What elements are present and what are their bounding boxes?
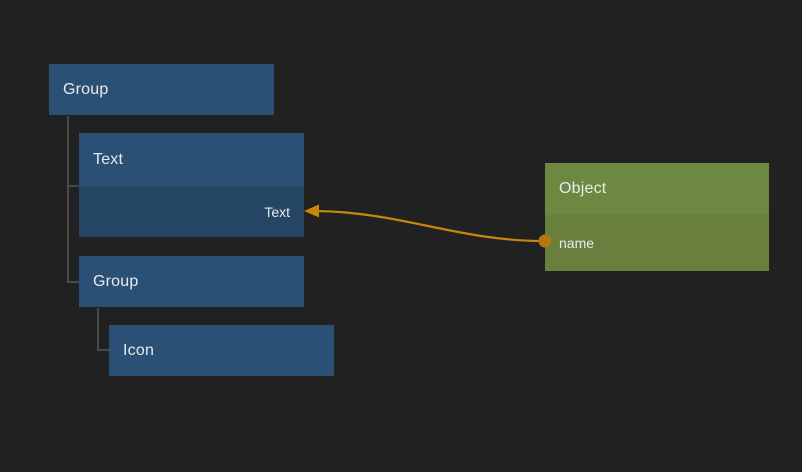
node-object[interactable]: Object name [545, 163, 769, 271]
node-title: Text [79, 133, 304, 186]
node-title: Group [79, 256, 304, 307]
node-text[interactable]: Text Text [79, 133, 304, 237]
node-title: Icon [109, 325, 334, 376]
node-property-label: Text [264, 203, 290, 220]
connection-link-name-to-text[interactable] [315, 209, 544, 243]
node-title: Group [49, 64, 274, 115]
node-group-child[interactable]: Group [79, 256, 304, 307]
connection-arrowhead [304, 204, 319, 218]
node-icon[interactable]: Icon [109, 325, 334, 376]
node-title: Object [545, 163, 769, 215]
node-property-row-name[interactable]: name [545, 215, 769, 271]
tree-connector-stub-text [67, 185, 79, 187]
node-property-label: name [559, 235, 595, 251]
node-group-root[interactable]: Group [49, 64, 274, 115]
tree-connector-stub-icon [97, 349, 109, 351]
tree-connector-group-vertical [97, 308, 99, 351]
node-property-row-text[interactable]: Text [79, 186, 304, 237]
tree-connector-root-vertical [67, 116, 69, 282]
tree-connector-stub-group [67, 281, 79, 283]
